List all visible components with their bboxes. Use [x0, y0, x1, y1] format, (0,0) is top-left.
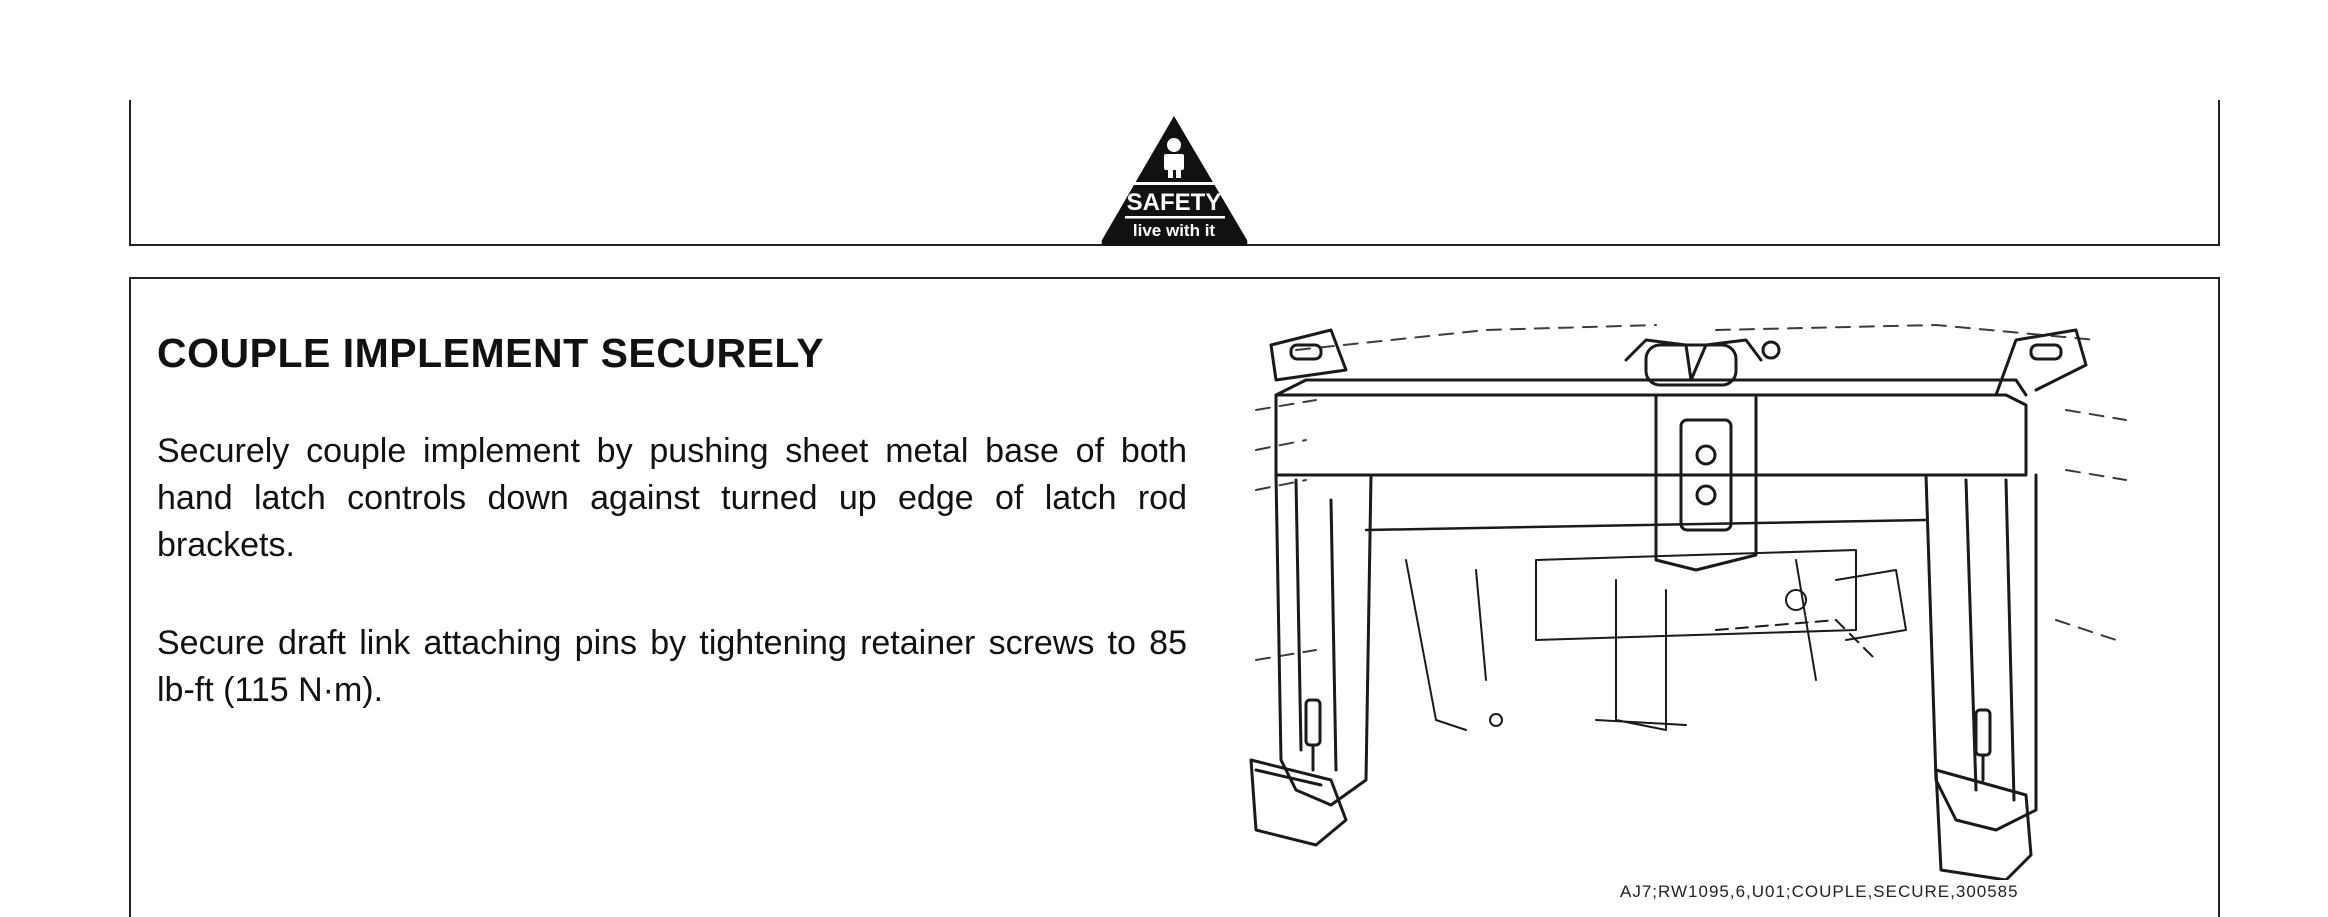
instruction-paragraph-2: Secure draft link attaching pins by tigh…	[157, 624, 1187, 709]
person-icon	[1164, 138, 1184, 178]
content-frame	[129, 277, 2220, 917]
hitch-frame-illustration	[1249, 324, 2127, 880]
safety-logo-line2: live with it	[1133, 221, 1216, 240]
section-title: COUPLE IMPLEMENT SECURELY	[157, 330, 825, 376]
figure-reference-code: AJ7;RW1095,6,U01;COUPLE,SECURE,300585	[1620, 882, 2019, 901]
safety-logo-line1: SAFETY	[1127, 189, 1222, 216]
instruction-paragraph-1: Securely couple implement by pushing she…	[157, 432, 1187, 564]
safety-logo: SAFETY live with it	[1101, 116, 1248, 246]
